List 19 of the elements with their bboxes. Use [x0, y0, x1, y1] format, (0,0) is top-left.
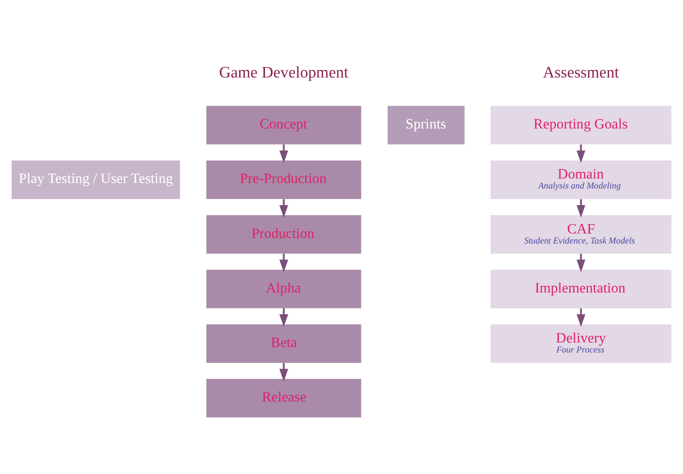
node-box: Production: [206, 214, 362, 254]
node-box: Sprints: [388, 105, 465, 144]
label: Assessment: [542, 64, 619, 82]
node-box: CAF Student Evidence, Task Models: [490, 214, 672, 254]
node-box: Concept: [206, 105, 362, 144]
node-box: Pre-Production: [206, 160, 362, 198]
arrow: [576, 198, 586, 218]
label: Game Development: [219, 64, 348, 82]
node-box: Play Testing / User Testing: [12, 160, 180, 198]
node-box: Alpha: [206, 269, 362, 308]
arrow: [576, 308, 586, 326]
node-box: Release: [206, 378, 362, 417]
node-box: Beta: [206, 324, 362, 362]
node-box: Domain Analysis and Modeling: [490, 160, 672, 198]
arrow: [576, 144, 586, 163]
arrow: [576, 253, 586, 272]
node-box: Implementation: [490, 269, 672, 308]
node-box: Reporting Goals: [490, 105, 672, 144]
node-box: Delivery Four Process: [490, 324, 672, 362]
